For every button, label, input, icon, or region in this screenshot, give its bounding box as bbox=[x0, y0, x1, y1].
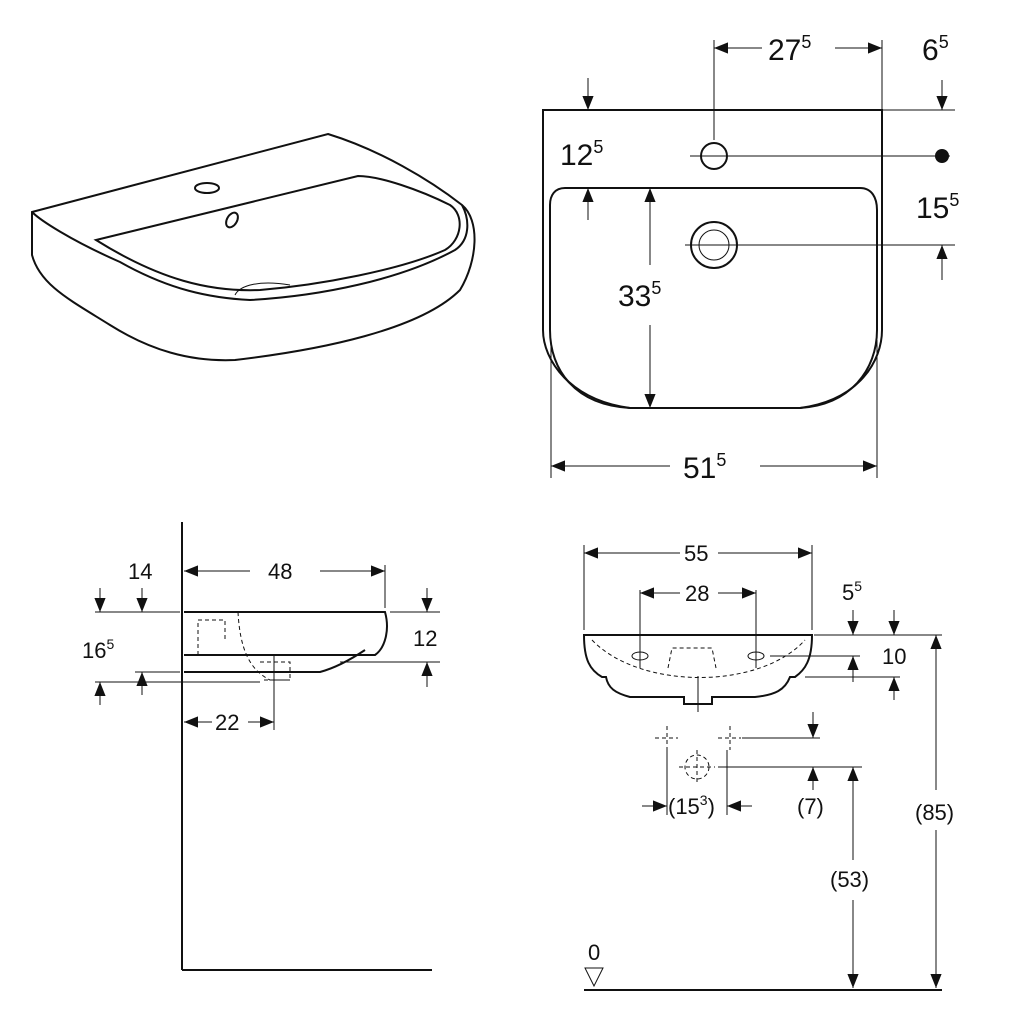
dim-depth: 48 bbox=[268, 559, 292, 584]
dim-16-5: 165 bbox=[82, 636, 114, 663]
dim-tap-spacing: 28 bbox=[685, 581, 709, 606]
front-view: 55 28 55 10 (153) (7) (85) (53) 0 bbox=[582, 541, 954, 991]
dim-right-margin: 65 bbox=[922, 32, 949, 67]
floor-level-triangle bbox=[584, 967, 604, 988]
dim-14: 14 bbox=[128, 559, 152, 584]
dim-width: 55 bbox=[684, 541, 708, 566]
overflow-hole bbox=[225, 211, 239, 229]
dim-basin-depth: 335 bbox=[618, 278, 661, 313]
faucet-hole bbox=[194, 182, 220, 194]
dim-faucet-to-drain: 155 bbox=[916, 190, 959, 225]
dim-top-to-basin: 125 bbox=[560, 137, 603, 172]
top-view: 275 65 125 155 335 515 bbox=[542, 32, 959, 485]
rough-in-markers bbox=[655, 726, 741, 785]
dim-12: 12 bbox=[413, 626, 437, 651]
dim-7: (7) bbox=[797, 794, 824, 819]
floor-level-label: 0 bbox=[588, 940, 600, 965]
side-view: 48 14 165 12 22 bbox=[82, 522, 440, 971]
dim-faucet-offset: 275 bbox=[768, 32, 811, 67]
dim-5-5: 55 bbox=[842, 578, 862, 605]
dim-15-3: (153) bbox=[668, 792, 715, 819]
dim-53: (53) bbox=[830, 867, 869, 892]
dim-85: (85) bbox=[915, 800, 954, 825]
dim-drain-offset: 22 bbox=[215, 710, 239, 735]
dim-10: 10 bbox=[882, 644, 906, 669]
dim-basin-width: 515 bbox=[683, 450, 726, 485]
perspective-view bbox=[31, 132, 476, 362]
